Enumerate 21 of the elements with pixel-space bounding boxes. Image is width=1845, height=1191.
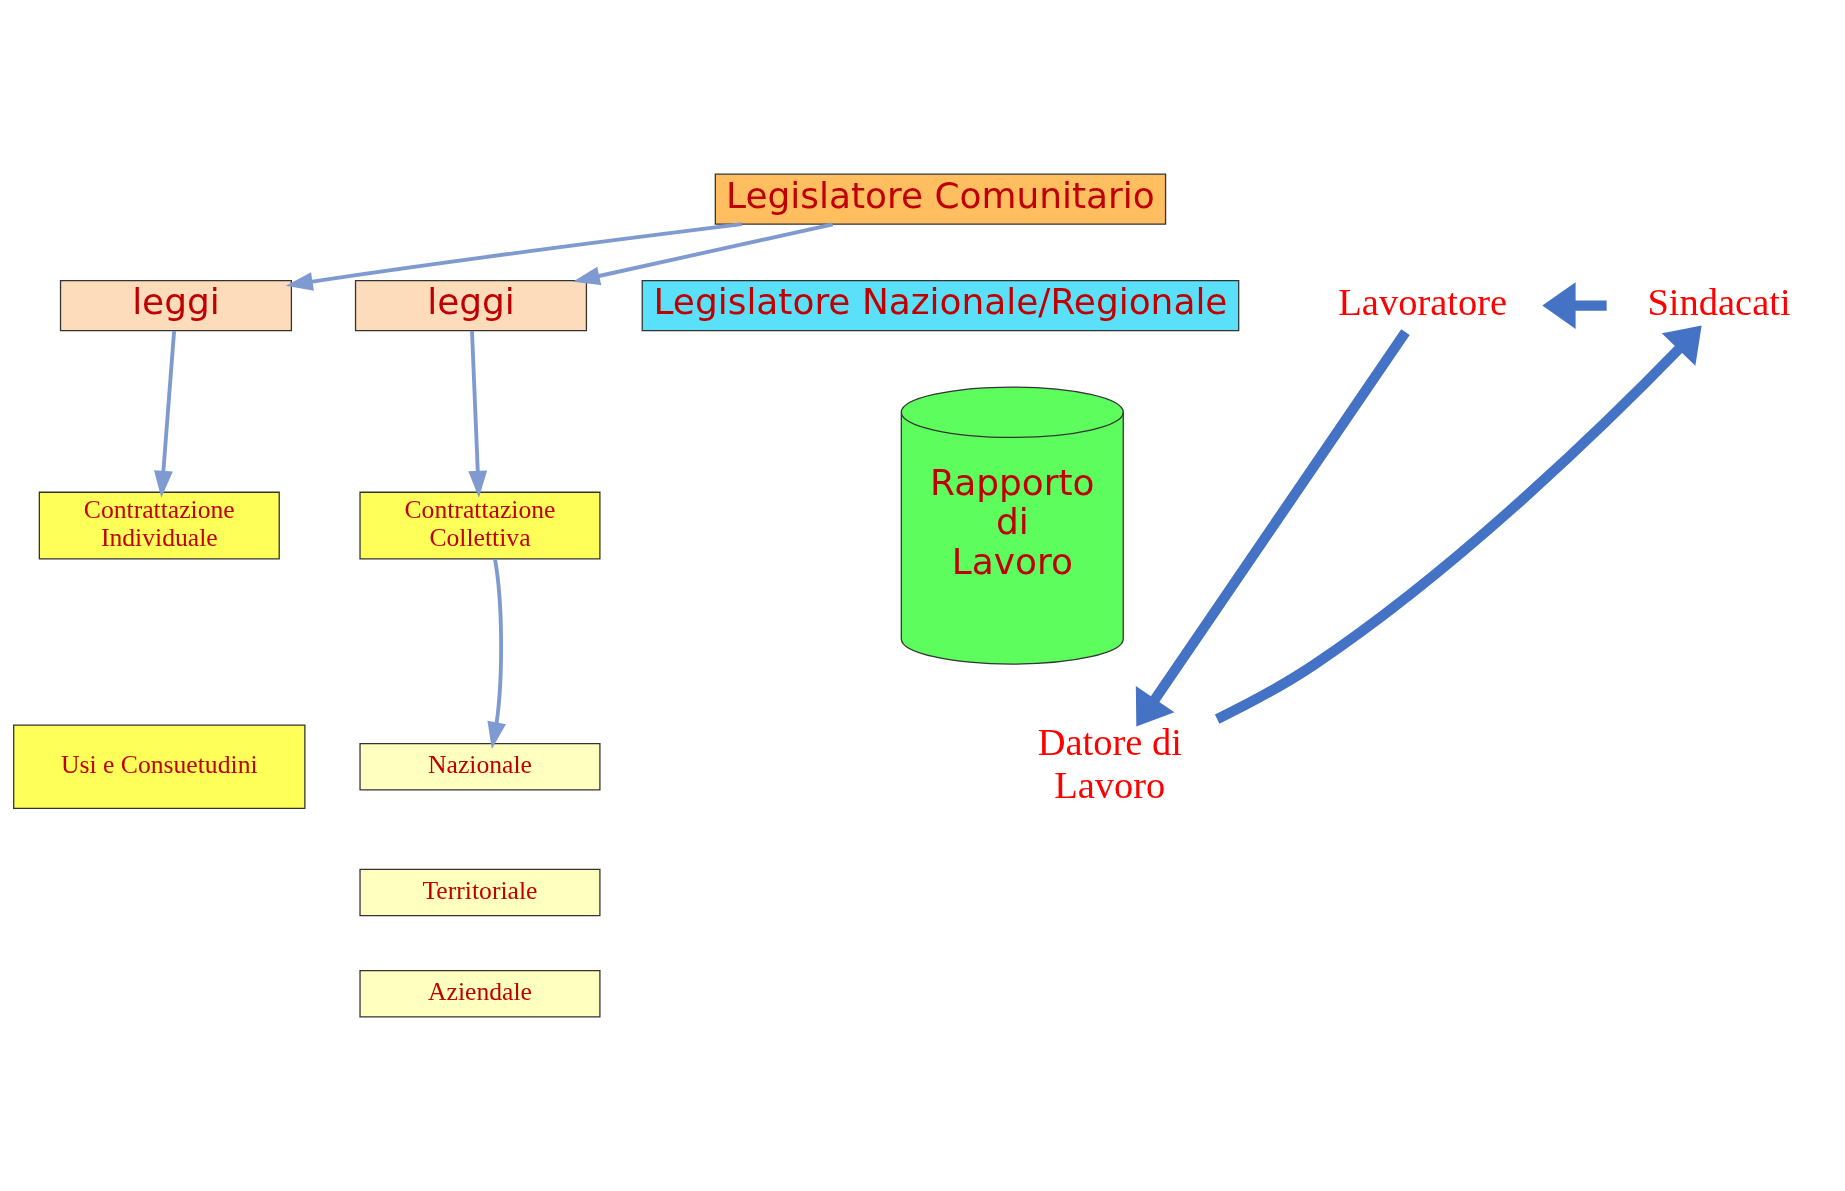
node-box: Contrattazione Collettiva (359, 491, 601, 560)
node-text: Lavoratore (1338, 281, 1508, 324)
node-text: Datore di Lavoro (1037, 721, 1182, 806)
node-box: Nazionale (359, 743, 601, 791)
arrow (285, 222, 742, 291)
arrow (1542, 282, 1607, 329)
node-box: Contrattazione Individuale (38, 491, 280, 560)
arrow (468, 330, 488, 498)
node-box: Legislatore Comunitario (714, 173, 1167, 225)
arrow (572, 222, 834, 286)
node-box: leggi (59, 279, 293, 332)
node-box: Territoriale (359, 868, 601, 917)
arrow (1135, 329, 1410, 727)
arrow (487, 558, 506, 750)
node-box: Aziendale (359, 970, 601, 1018)
node-text: Sindacati (1647, 281, 1791, 324)
node-box: leggi (354, 279, 588, 332)
arrow (1214, 325, 1702, 724)
arrow (153, 330, 177, 498)
node-box: Usi e Consuetudini (13, 724, 306, 810)
node-box: Legislatore Nazionale/Regionale (641, 279, 1240, 332)
